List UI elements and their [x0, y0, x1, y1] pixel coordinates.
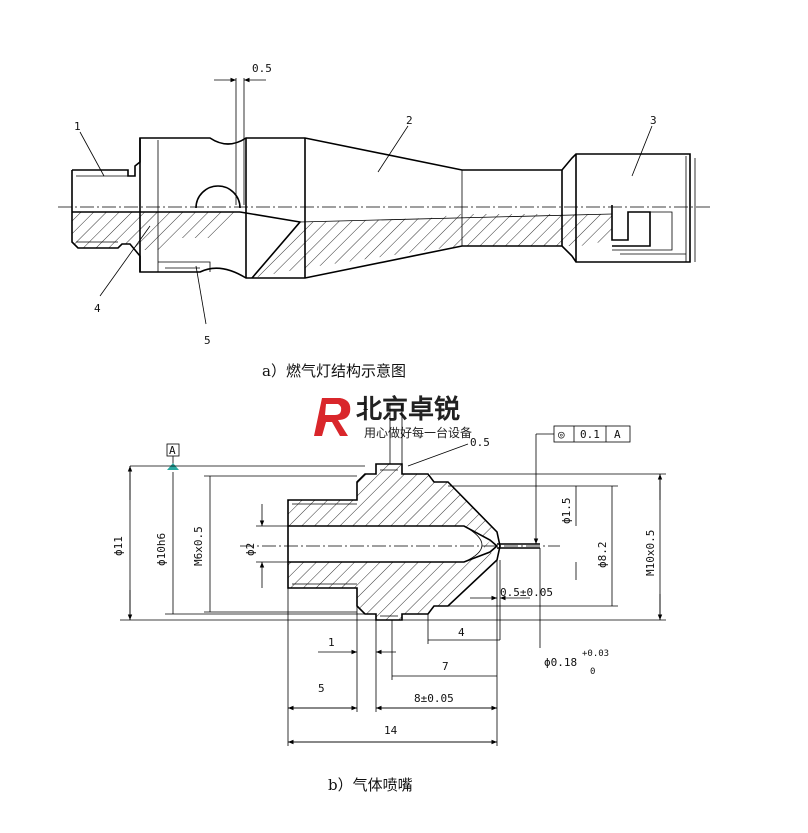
nozzle-drawing: A ◎ 0.1 A ϕ11 ϕ10h6 M6x0.5	[112, 400, 666, 794]
company-watermark: 北京卓锐 用心做好每一台设备	[314, 394, 472, 440]
dim-orifice-lower: 0	[590, 667, 595, 677]
dim-d2: ϕ2	[244, 543, 257, 556]
brand-logo-icon	[314, 398, 351, 436]
dim-orifice-upper: +0.03	[582, 649, 609, 659]
section-hatch-body	[252, 214, 612, 278]
nozzle-section-hatch	[288, 464, 497, 620]
dim-gap: 0.5±0.05	[500, 586, 553, 599]
part-label-4: 4	[94, 302, 101, 315]
lamp-structure-drawing: 0.5 1 2 3 4 5 a）燃气灯结构示意图	[58, 62, 712, 380]
part-label-2: 2	[406, 114, 413, 127]
dim-len0-5-top: 0.5	[470, 436, 490, 449]
dim-m6: M6x0.5	[192, 526, 205, 566]
svg-text:A: A	[614, 428, 621, 441]
dim-len7: 7	[442, 660, 449, 673]
svg-text:0.1: 0.1	[580, 428, 600, 441]
part-label-5: 5	[204, 334, 211, 347]
company-name: 北京卓锐	[356, 394, 460, 425]
tolerance-frame: ◎ 0.1 A	[533, 425, 631, 544]
dim-len5: 5	[318, 682, 325, 695]
dim-m10: M10x0.5	[644, 530, 657, 576]
gap-dim-label: 0.5	[252, 62, 272, 75]
dim-len1-top: 1	[362, 400, 369, 413]
dim-d10h6: ϕ10h6	[155, 533, 168, 566]
datum-triangle-icon	[167, 463, 179, 470]
section-hatch-left	[72, 212, 235, 250]
concentricity-icon: ◎	[558, 428, 565, 441]
part-label-3: 3	[650, 114, 657, 127]
dim-len4: 4	[458, 626, 465, 639]
dim-len14: 14	[384, 724, 398, 737]
dim-len1: 1	[328, 636, 335, 649]
dim-orifice: ϕ0.18	[544, 656, 577, 669]
datum-label: A	[169, 444, 176, 457]
caption-a: a）燃气灯结构示意图	[262, 362, 406, 380]
part-label-1: 1	[74, 120, 81, 133]
company-slogan: 用心做好每一台设备	[364, 425, 472, 440]
dim-d8-2: ϕ8.2	[596, 542, 609, 569]
dim-d1-5: ϕ1.5	[560, 498, 573, 525]
dim-len8: 8±0.05	[414, 692, 454, 705]
caption-b: b）气体喷嘴	[328, 776, 413, 794]
dim-d11: ϕ11	[112, 536, 125, 556]
